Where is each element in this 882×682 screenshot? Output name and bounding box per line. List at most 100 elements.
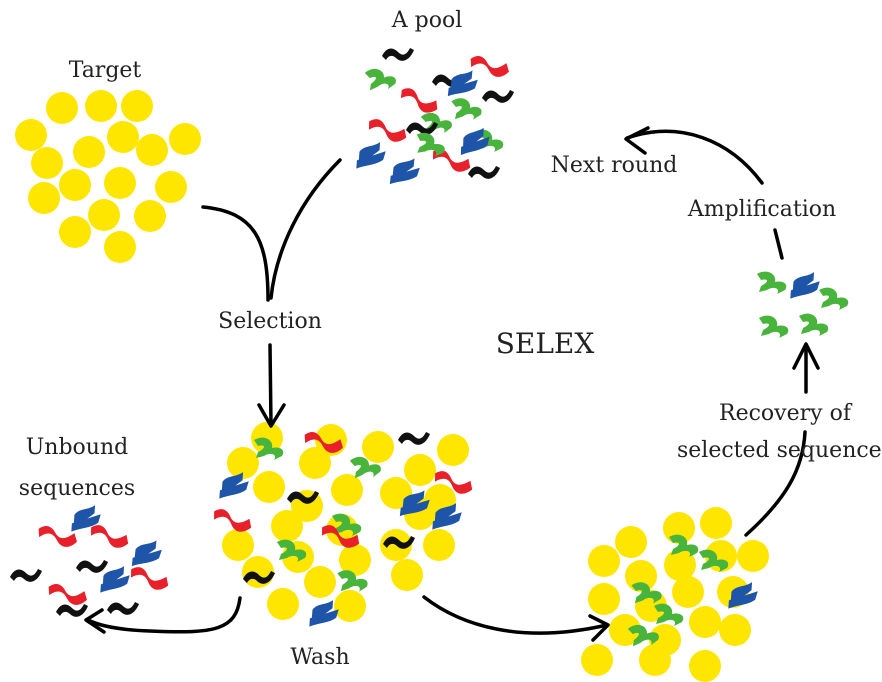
target-molecule [104,231,136,263]
black-sequence [398,432,430,445]
red-sequence [127,565,171,593]
wash-arrow [86,596,242,634]
target-molecule [88,199,120,231]
target-molecule [737,540,769,572]
target-molecule [134,200,166,232]
blue-sequence [352,141,388,169]
red-sequence [365,117,409,145]
target-molecule [46,92,78,124]
green-sequence [364,65,398,93]
diagram-title: SELEX [495,327,595,360]
target-molecule [588,545,620,577]
unbound-label-line2: sequences [18,476,136,501]
wash-label: Wash [290,645,350,670]
black-sequence [10,569,42,582]
target-molecule [334,590,366,622]
target-molecule [437,434,469,466]
target-molecule [104,167,136,199]
target-molecule [242,556,274,588]
target-molecules [15,90,201,263]
target-molecule [362,431,394,463]
target-molecule [664,549,696,581]
amplification-line [773,228,784,260]
bound-arrowhead [588,614,610,642]
target-molecule [28,182,60,214]
amplification-label: Amplification [687,197,837,222]
red-sequence [397,85,441,116]
oligonucleotide-pool [352,48,514,185]
green-sequence [819,287,849,310]
target-molecule [251,422,283,454]
recovery-label-line1: Recovery of [719,401,851,426]
target-molecule [304,566,336,598]
green-sequence [415,132,447,158]
green-sequence [799,313,829,336]
black-sequence [382,48,414,61]
target-molecule [700,507,732,539]
target-molecule [625,560,657,592]
target-molecule [615,526,647,558]
green-sequence [757,271,787,294]
target-molecule [391,559,423,591]
target-molecule [339,544,371,576]
target-molecule [689,606,721,638]
wash-arrowhead [84,608,106,634]
red-sequence [46,582,89,607]
target-sequence-mixture [210,422,475,627]
pool-label: A pool [391,8,463,33]
selection-label: Selection [218,309,322,334]
recovery-label-line2: selected sequences [676,438,882,463]
target-molecule [689,650,721,682]
black-sequence [482,90,514,103]
target-molecule [331,474,363,506]
selected-sequences-cluster [757,271,849,338]
target-molecule [31,147,63,179]
target-molecule [672,576,704,608]
target-molecule [73,136,105,168]
target-molecule [59,216,91,248]
blue-sequence [786,271,822,299]
next-round-label: Next round [550,153,678,178]
target-molecule [121,90,153,122]
target-molecule [155,171,187,203]
target-molecule [85,90,117,122]
target-molecule [719,614,751,646]
black-sequence [468,166,500,179]
blue-sequence [128,539,164,567]
bound-complexes [581,507,769,682]
red-sequence [468,54,511,79]
black-sequence [107,602,139,615]
target-molecule [253,471,285,503]
black-sequence [56,604,88,617]
selection-arrow [268,343,273,427]
black-sequence [406,122,438,135]
target-molecule [299,447,331,479]
target-molecule [588,583,620,615]
target-molecule [169,123,201,155]
next-round-arrowhead [624,126,650,155]
unbound-label-line1: Unbound [25,435,129,460]
recovery-arrowhead [792,342,820,370]
target-molecule [609,614,641,646]
bound-arrow [422,595,609,635]
target-to-selection-line [201,205,270,302]
selection-arrowhead [257,403,286,428]
target-molecule [227,447,259,479]
recovery-arrow [744,430,807,537]
target-molecule [59,169,91,201]
pool-to-selection-line [269,158,342,300]
next-round-arrow [625,129,764,185]
target-molecule [639,644,671,676]
target-molecule [404,454,436,486]
target-molecule [271,510,303,542]
target-molecule [267,588,299,620]
target-molecule [423,529,455,561]
red-sequence [87,523,131,551]
target-label: Target [68,58,142,83]
green-sequence [759,315,789,338]
target-molecule [15,119,47,151]
unbound-sequences-cluster [10,504,171,617]
target-molecule [581,644,613,676]
target-molecule [107,121,139,153]
